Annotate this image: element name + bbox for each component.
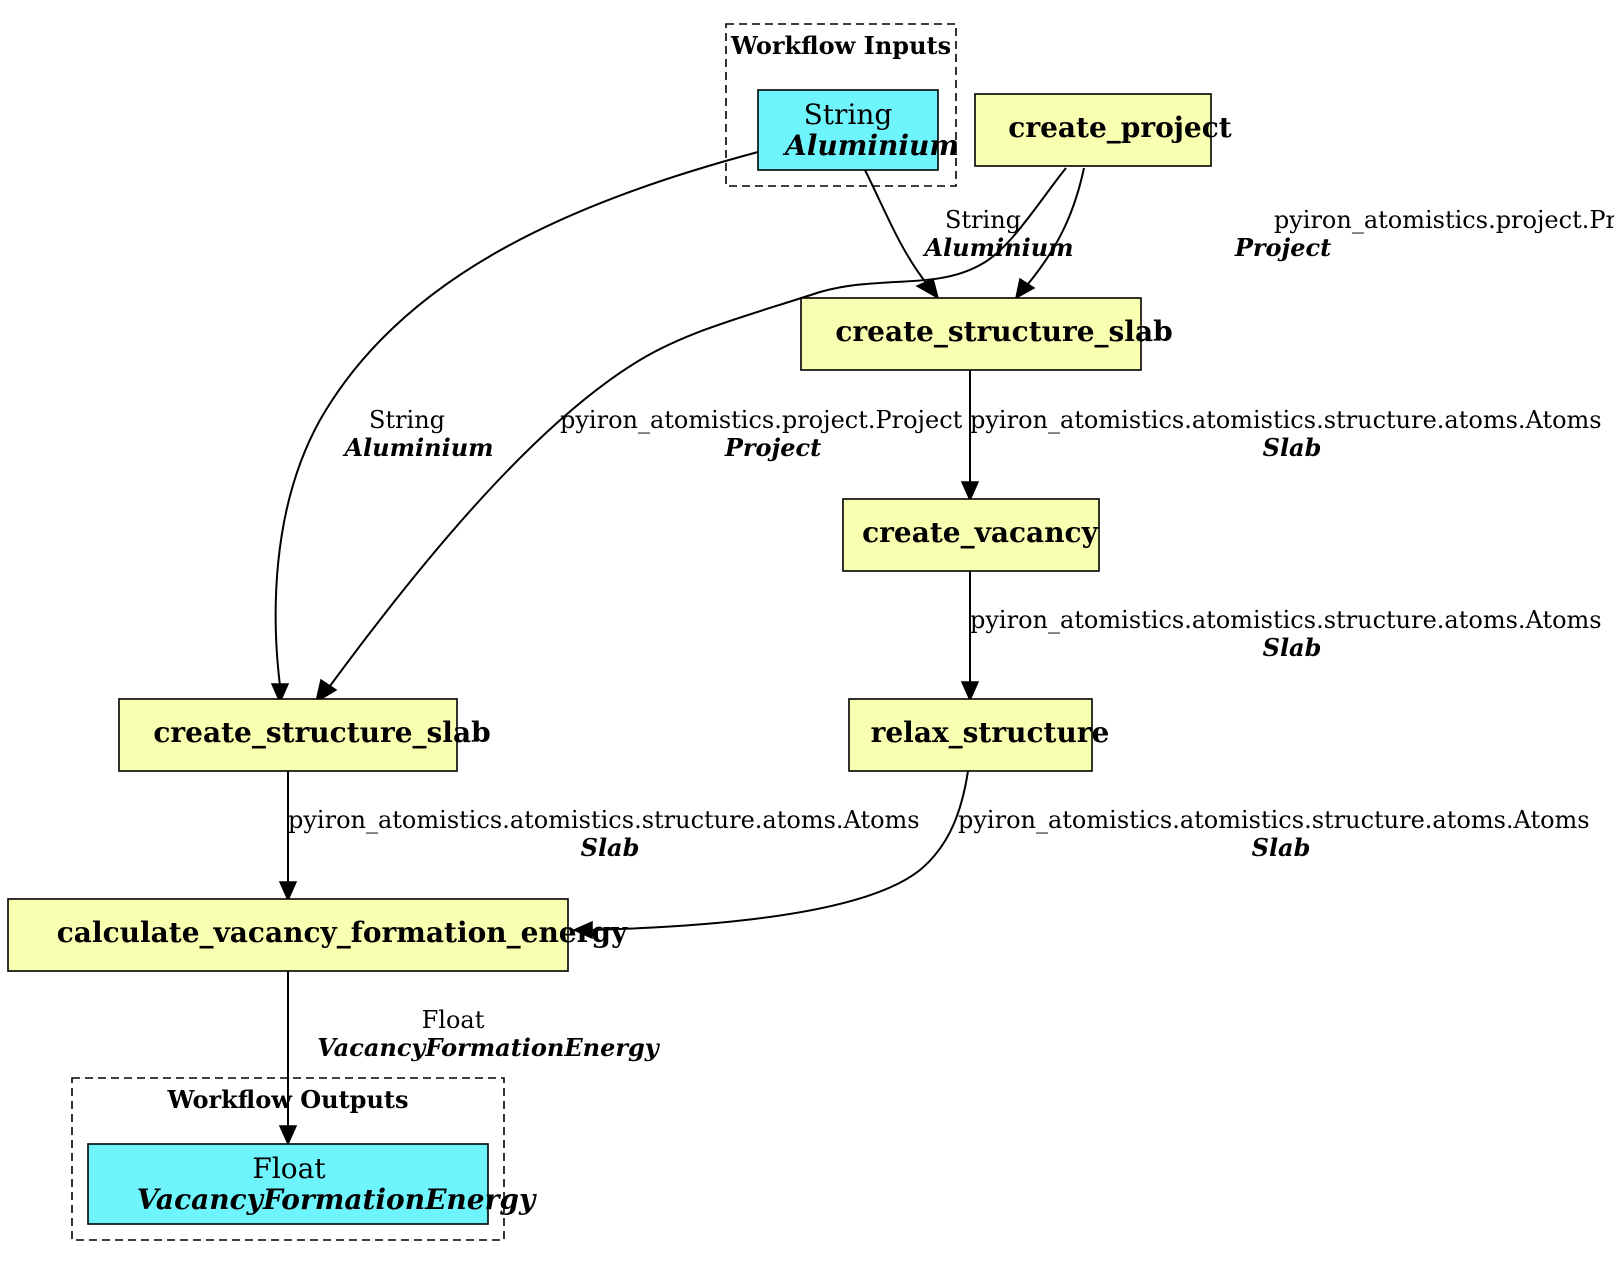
svg-text:String: String (945, 206, 1021, 234)
create-structure-slab-top-label: create_structure_slab (835, 315, 1172, 348)
svg-text:Project: Project (1234, 233, 1331, 262)
edge-label-e1: String Aluminium (342, 406, 493, 462)
arrowhead (960, 681, 980, 702)
create-structure-slab-left-box (118, 698, 458, 772)
arrowhead (270, 683, 290, 704)
relax-structure-box (848, 698, 1093, 772)
edges (270, 151, 1085, 1146)
arrowhead (278, 881, 298, 902)
workflow-inputs-title: Workflow Inputs (730, 31, 951, 60)
create-vacancy-label: create_vacancy (862, 516, 1099, 549)
svg-text:Project: Project (724, 433, 821, 462)
calc-energy-box (7, 898, 569, 972)
create-project-box (974, 93, 1212, 167)
create-structure-slab-left-label: create_structure_slab (153, 716, 490, 749)
node-relax-structure[interactable]: relax_structure (848, 698, 1110, 772)
node-input-string[interactable]: String Aluminium (757, 89, 959, 171)
svg-text:Slab: Slab (1263, 633, 1322, 662)
arrowhead (960, 481, 980, 502)
edge-project-to-slab-top (1027, 167, 1085, 285)
edge-label-e9: Float VacancyFormationEnergy (317, 1006, 661, 1062)
svg-text:Slab: Slab (1252, 833, 1311, 862)
input-node-type: String (804, 98, 893, 131)
svg-text:pyiron_atomistics.project.Proj: pyiron_atomistics.project.Project (1274, 206, 1614, 234)
edge-label-e7: pyiron_atomistics.atomistics.structure.a… (288, 806, 920, 862)
edge-project-to-slab-left (329, 167, 1067, 687)
arrowhead (572, 920, 593, 940)
edge-relax-to-calc (589, 770, 969, 931)
svg-text:pyiron_atomistics.atomistics.s: pyiron_atomistics.atomistics.structure.a… (288, 806, 920, 834)
svg-text:Slab: Slab (1263, 433, 1322, 462)
edge-label-e5: pyiron_atomistics.atomistics.structure.a… (970, 406, 1602, 462)
edge-labels: String Aluminium pyiron_atomistics.proje… (288, 206, 1614, 1062)
workflow-inputs-cluster: Workflow Inputs (725, 23, 957, 187)
create-structure-slab-top-box (800, 297, 1142, 371)
arrowhead (915, 277, 940, 300)
svg-text:pyiron_atomistics.atomistics.s: pyiron_atomistics.atomistics.structure.a… (970, 406, 1602, 434)
node-output-float[interactable]: Float VacancyFormationEnergy (87, 1143, 537, 1225)
edge-input-to-slab-top (863, 167, 928, 285)
output-node-type: Float (252, 1152, 326, 1185)
svg-text:VacancyFormationEnergy: VacancyFormationEnergy (317, 1033, 661, 1062)
create-vacancy-box (842, 498, 1100, 572)
edge-label-e8: pyiron_atomistics.atomistics.structure.a… (958, 806, 1590, 862)
calc-energy-label: calculate_vacancy_formation_energy (57, 916, 628, 949)
arrowhead (314, 678, 338, 704)
node-create-project[interactable]: create_project (974, 93, 1232, 167)
output-node-name: VacancyFormationEnergy (137, 1183, 537, 1216)
edge-input-to-slab-left (274, 151, 759, 687)
svg-text:Slab: Slab (581, 833, 640, 862)
node-create-structure-slab-left[interactable]: create_structure_slab (118, 698, 491, 772)
input-node-name: Aluminium (782, 129, 959, 162)
create-project-label: create_project (1008, 111, 1232, 144)
input-node-box (757, 89, 939, 171)
relax-structure-label: relax_structure (871, 716, 1110, 749)
edge-label-e6: pyiron_atomistics.atomistics.structure.a… (970, 606, 1602, 662)
edge-label-e4: pyiron_atomistics.project.Project Projec… (560, 406, 963, 462)
node-create-structure-slab-top[interactable]: create_structure_slab (800, 297, 1173, 371)
svg-text:pyiron_atomistics.atomistics.s: pyiron_atomistics.atomistics.structure.a… (958, 806, 1590, 834)
svg-text:Aluminium: Aluminium (922, 233, 1073, 262)
output-node-box (87, 1143, 489, 1225)
svg-text:pyiron_atomistics.atomistics.s: pyiron_atomistics.atomistics.structure.a… (970, 606, 1602, 634)
svg-text:Aluminium: Aluminium (342, 433, 493, 462)
edge-label-e2: pyiron_atomistics.project.Project Projec… (1234, 206, 1614, 262)
arrowhead (278, 1125, 298, 1146)
edge-label-e3: String Aluminium (922, 206, 1073, 262)
svg-text:pyiron_atomistics.project.Proj: pyiron_atomistics.project.Project (560, 406, 963, 434)
arrowhead (1014, 277, 1036, 300)
node-calculate-vacancy-formation-energy[interactable]: calculate_vacancy_formation_energy (7, 898, 628, 972)
svg-text:Float: Float (422, 1006, 485, 1034)
node-create-vacancy[interactable]: create_vacancy (842, 498, 1100, 572)
svg-text:String: String (369, 406, 445, 434)
